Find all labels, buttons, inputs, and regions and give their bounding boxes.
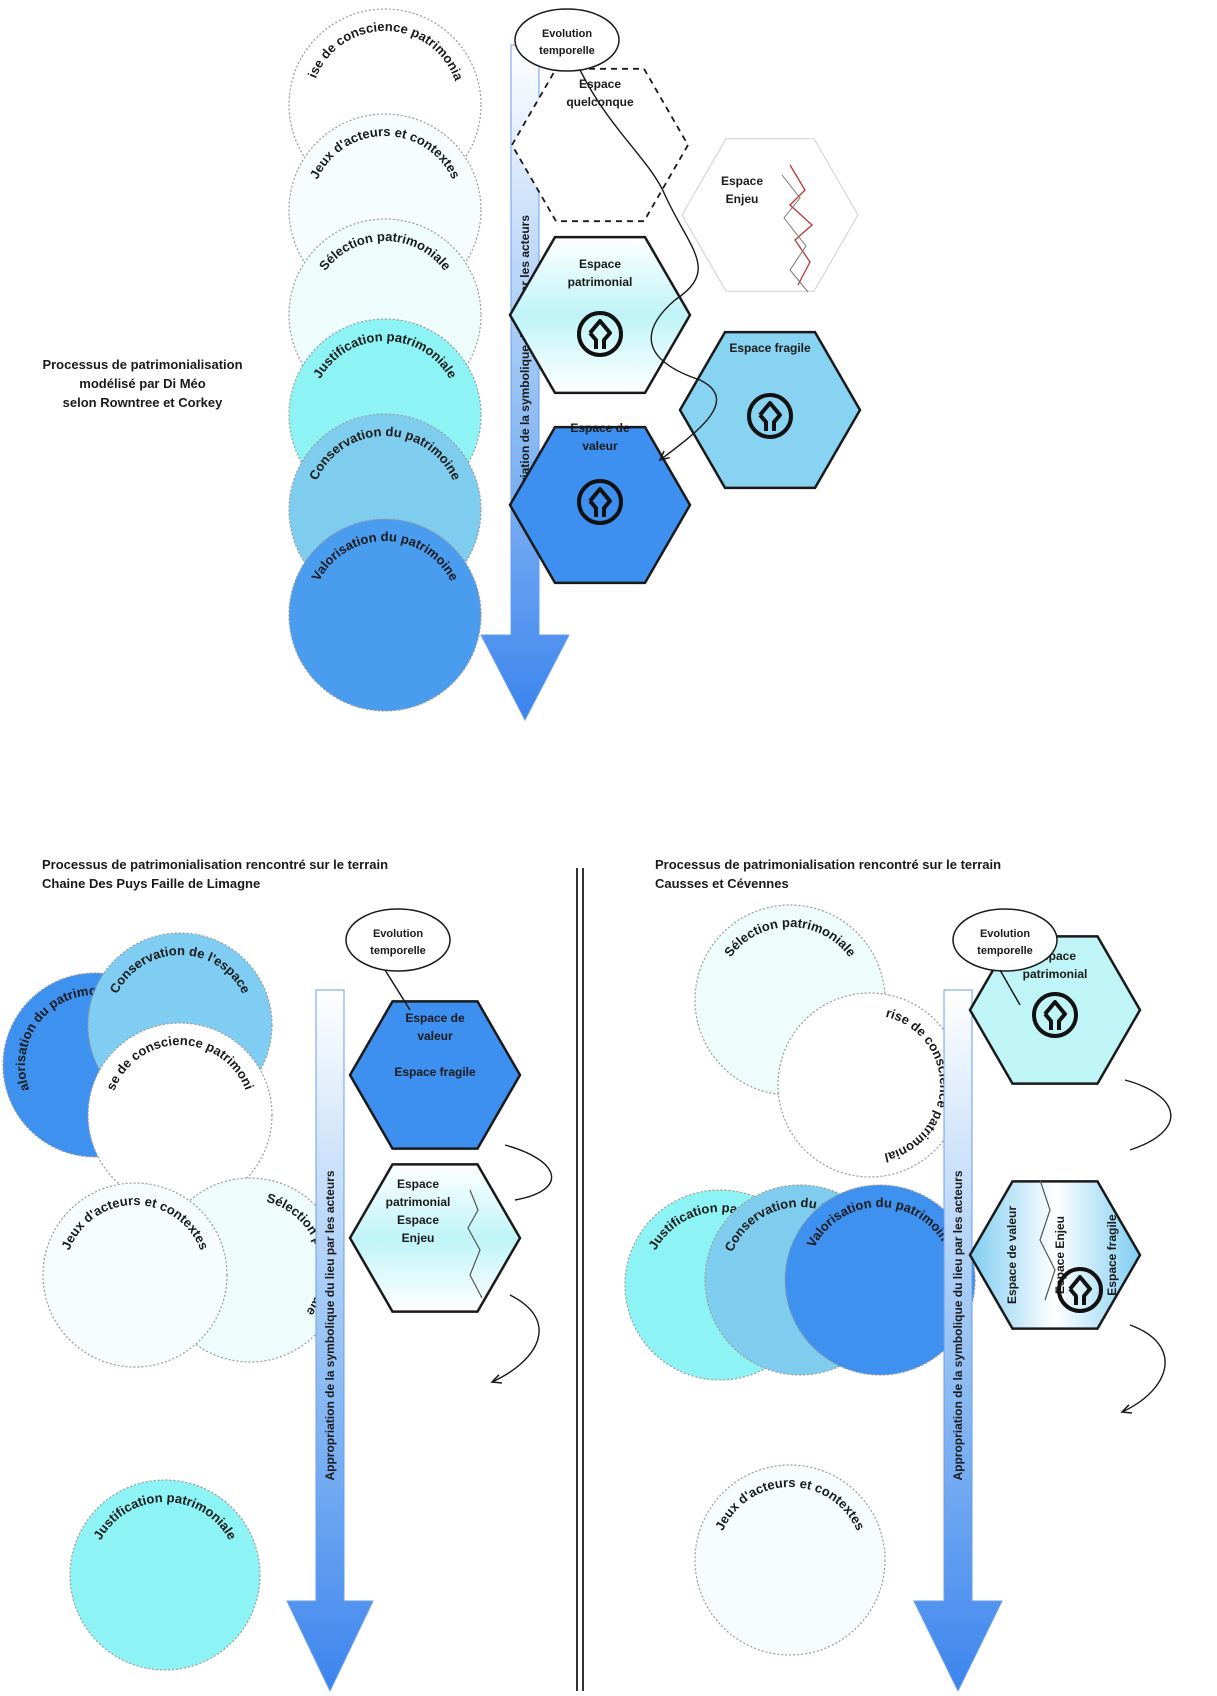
right-panel-caption: Processus de patrimonialisation rencontr… bbox=[655, 855, 1135, 893]
left-hex-patrimonial-enjeu-label-3: Espace bbox=[397, 1213, 439, 1227]
main-circle-6: Valorisation du patrimoine bbox=[288, 518, 482, 712]
main-evolution-curve bbox=[579, 69, 718, 461]
left-circle-3-label: Prise de conscience patrimoniale bbox=[0, 0, 257, 1093]
right-caption-line-2: Causses et Cévennes bbox=[655, 876, 789, 891]
right-evolution-bubble: Evolution temporelle bbox=[952, 908, 1058, 1006]
main-caption: Processus de patrimonialisation modélisé… bbox=[5, 355, 280, 412]
right-evolution-bubble-line-2: temporelle bbox=[977, 945, 1033, 957]
left-evolution-arrowhead-icon bbox=[490, 1374, 503, 1384]
left-evolution-bubble-line-2: temporelle bbox=[370, 945, 426, 957]
right-evolution-bubble-line-1: Evolution bbox=[980, 928, 1030, 940]
main-caption-line-2: modélisé par Di Méo bbox=[79, 376, 206, 391]
main-evolution-arrowhead-icon bbox=[658, 450, 670, 462]
right-curve-1 bbox=[1124, 1079, 1172, 1151]
left-evolution-bubble-line-1: Evolution bbox=[373, 928, 423, 940]
main-hex-valeur-label-2: valeur bbox=[582, 439, 618, 453]
left-circle-5: Jeux d'acteurs et contextes bbox=[42, 1182, 228, 1368]
main-hex-fragile-label-1: Espace fragile bbox=[729, 341, 811, 355]
main-hex-patrimonial-label-2: patrimonial bbox=[568, 275, 633, 289]
left-caption-line-2: Chaine Des Puys Faille de Limagne bbox=[42, 876, 261, 891]
right-arrow-label: Appropriation de la symbolique du lieu p… bbox=[951, 1170, 965, 1480]
main-hex-patrimonial-label-1: Espace bbox=[579, 257, 621, 271]
left-hex-valeur-fragile-label-4: Espace fragile bbox=[394, 1065, 476, 1079]
main-enjeu-zigzag bbox=[789, 164, 813, 286]
right-hex-patrimonial-label-2: patrimonial bbox=[1023, 967, 1088, 981]
left-hex-valeur-fragile-label-2: valeur bbox=[417, 1029, 453, 1043]
left-hex-valeur-fragile-label-1: Espace de bbox=[405, 1011, 465, 1025]
left-curve-1 bbox=[504, 1144, 553, 1201]
main-hex-enjeu-label-2: Enjeu bbox=[726, 192, 759, 206]
left-evolution-bubble: Evolution temporelle bbox=[345, 908, 451, 1011]
left-circle-1-label: Valorisation du patrimoine bbox=[0, 0, 110, 1093]
left-enjeu-zigzag bbox=[467, 1189, 483, 1299]
main-hex-valeur: Espace de valeur bbox=[508, 421, 692, 585]
right-caption-line-1: Processus de patrimonialisation rencontr… bbox=[655, 857, 1002, 872]
main-enjeu-zigzag-2 bbox=[781, 174, 809, 293]
right-hex-2-label-1: Espace de valeur bbox=[1005, 1206, 1019, 1304]
left-hex-patrimonial-enjeu-label-4: Enjeu bbox=[402, 1231, 435, 1245]
right-circle-5: Valorisation du patrimoine bbox=[784, 1184, 976, 1376]
left-arrow: Appropriation de la symbolique du lieu p… bbox=[286, 989, 374, 1693]
main-evolution-bubble-line-2: temporelle bbox=[539, 45, 595, 57]
main-hex-fragile: Espace fragile bbox=[678, 330, 862, 490]
left-hex-patrimonial-enjeu-label-1: Espace bbox=[397, 1177, 439, 1191]
main-hex-quelconque-label-2: quelconque bbox=[566, 95, 634, 109]
right-hex-2-label-3: Espace fragile bbox=[1105, 1214, 1119, 1296]
main-evolution-bubble-line-1: Evolution bbox=[542, 28, 592, 40]
main-evolution-bubble: Evolution temporelle bbox=[514, 8, 620, 72]
left-panel-caption: Processus de patrimonialisation rencontr… bbox=[42, 855, 522, 893]
right-curve-2 bbox=[1121, 1324, 1166, 1413]
main-hex-patrimonial: Espace patrimonial bbox=[508, 235, 692, 395]
left-caption-line-1: Processus de patrimonialisation rencontr… bbox=[42, 857, 389, 872]
right-evolution-arrowhead-icon bbox=[1120, 1404, 1133, 1414]
left-curve-2 bbox=[491, 1294, 540, 1383]
right-arrow: Appropriation de la symbolique du lieu p… bbox=[913, 989, 1003, 1693]
main-caption-line-1: Processus de patrimonialisation bbox=[42, 357, 243, 372]
main-hex-enjeu-label-1: Espace bbox=[721, 174, 763, 188]
main-hex-valeur-label-1: Espace de bbox=[570, 421, 630, 435]
main-caption-line-3: selon Rowntree et Corkey bbox=[62, 395, 223, 410]
left-circle-6: Justification patrimoniale bbox=[69, 1479, 261, 1671]
right-circle-6: Jeux d'acteurs et contextes bbox=[694, 1464, 886, 1656]
left-arrow-label: Appropriation de la symbolique du lieu p… bbox=[323, 1170, 337, 1480]
left-hex-patrimonial-enjeu-label-2: patrimonial bbox=[386, 1195, 451, 1209]
